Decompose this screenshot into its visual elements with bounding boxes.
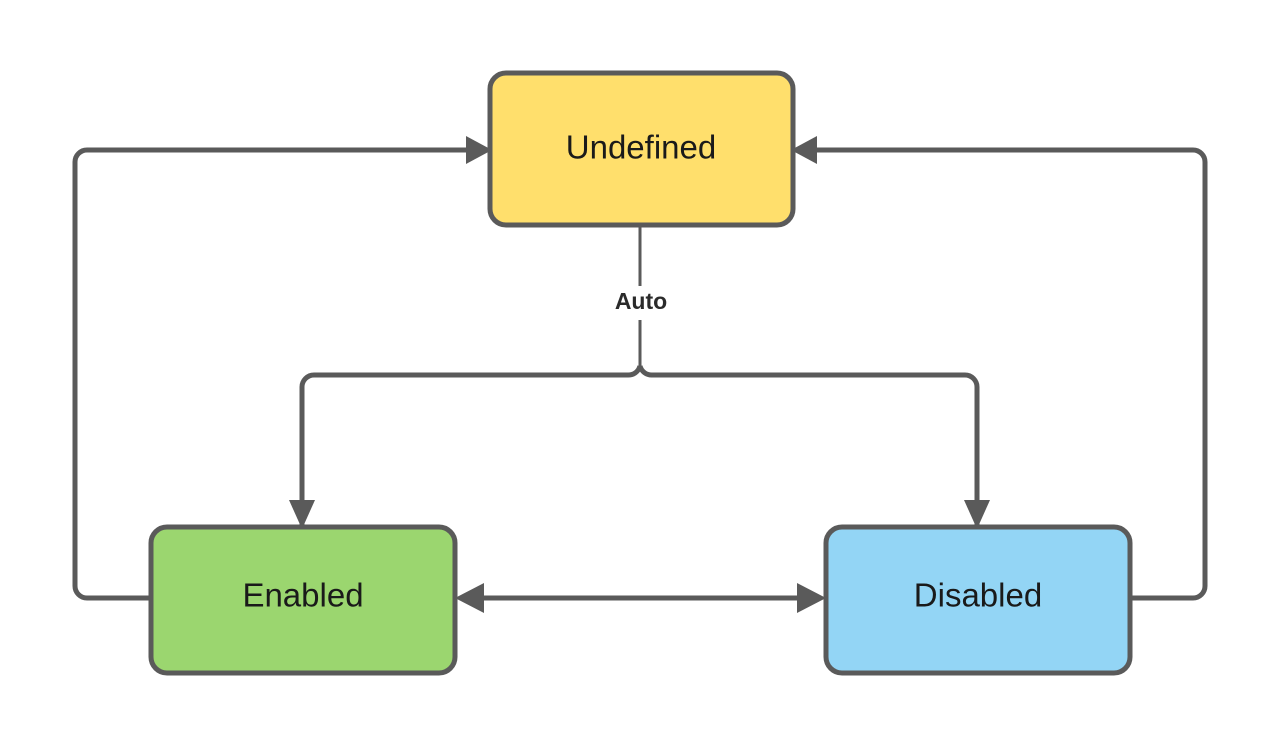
edge-disabled-to-undefined[interactable] (791, 136, 1208, 601)
node-undefined-shape (487, 70, 796, 228)
arrow-head-into-enabled-side (455, 583, 484, 613)
node-enabled[interactable]: Enabled (148, 524, 458, 676)
node-disabled[interactable]: Disabled (823, 524, 1133, 676)
edge-branch-distributor[interactable] (289, 365, 990, 530)
node-enabled-label: Enabled (242, 577, 363, 614)
arrow-head-into-undefined-right (791, 136, 817, 164)
edge-path-enabled-undefined (72, 147, 466, 601)
node-disabled-shape (823, 524, 1133, 676)
node-undefined-label: Undefined (566, 129, 716, 166)
arrow-head-into-undefined-left (466, 136, 492, 164)
edge-path-branch-left (299, 365, 643, 530)
edge-label-auto-backdrop (596, 288, 686, 318)
edge-label-auto-group: Auto (596, 288, 686, 318)
edge-enabled-to-undefined[interactable] (72, 136, 492, 601)
node-undefined[interactable]: Undefined (487, 70, 796, 228)
node-disabled-label: Disabled (914, 577, 1042, 614)
arrow-head-into-enabled (289, 500, 315, 529)
arrow-head-into-disabled (964, 500, 990, 529)
edge-label-auto: Auto (615, 288, 667, 314)
edge-path-disabled-undefined (817, 147, 1208, 601)
edge-path-branch-right (637, 365, 980, 530)
arrow-head-into-disabled-side (797, 583, 826, 613)
node-enabled-shape (148, 524, 458, 676)
edge-group (72, 136, 1208, 613)
edge-enabled-disabled[interactable] (455, 583, 826, 613)
